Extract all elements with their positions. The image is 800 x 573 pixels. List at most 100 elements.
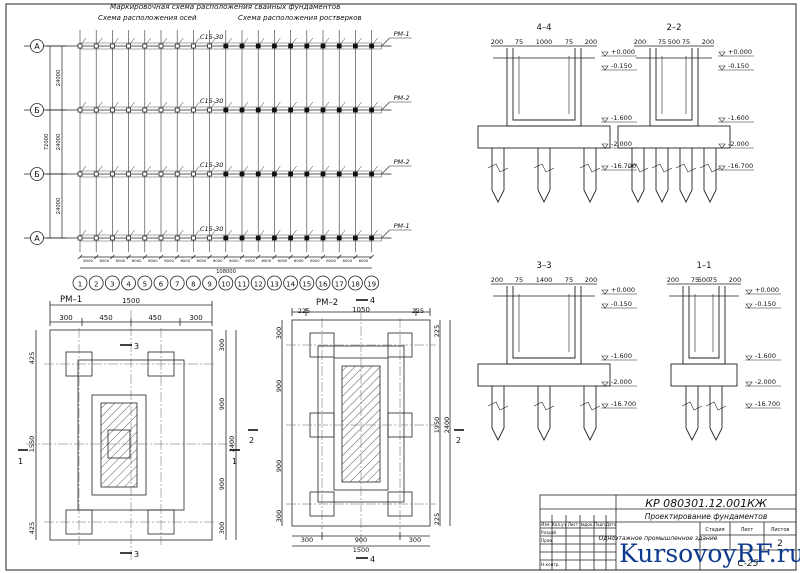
plan-col-bubble-11 bbox=[234, 275, 250, 291]
plan-tick-8 bbox=[191, 254, 196, 260]
plan-col-bubble-14 bbox=[283, 275, 299, 291]
plan-pile-13-1 bbox=[272, 43, 277, 49]
plan-beam-label-4: С15-30 bbox=[200, 225, 223, 233]
rm1-width-4: 300 bbox=[189, 314, 202, 322]
plan-pile-14-3 bbox=[288, 171, 293, 177]
section-s44-level-3: -1.600 bbox=[611, 114, 632, 122]
plan-tick-5 bbox=[142, 254, 148, 260]
plan-pile-8-2 bbox=[191, 107, 196, 113]
plan-pile-10-3 bbox=[223, 171, 229, 177]
rm1-cut-1-right: 1 bbox=[232, 457, 237, 466]
plan-pile-8-1 bbox=[191, 43, 196, 49]
plan-pile-9-3 bbox=[207, 171, 212, 177]
plan-tick-14 bbox=[288, 254, 293, 260]
rm2-width-total: 1050 bbox=[352, 306, 370, 314]
section-s44-pile-break-1 bbox=[487, 163, 509, 173]
section-s22-level-4: -2.000 bbox=[728, 140, 749, 148]
plan-pile-18-3 bbox=[353, 171, 358, 177]
plan-pile-15-3 bbox=[304, 171, 310, 177]
plan-pile-2-2 bbox=[93, 107, 99, 113]
plan-col-label-7: 7 bbox=[175, 281, 179, 289]
plan-subtitle-axes: Схема расположения осей bbox=[98, 14, 197, 22]
plan-col-span-4: 6000 bbox=[132, 258, 142, 263]
plan-pile-8-3 bbox=[191, 171, 196, 177]
section-s44-pile-break-2 bbox=[533, 163, 555, 173]
plan-pile-9-2 bbox=[207, 107, 212, 113]
rm2-right-dim-3: 225 bbox=[433, 513, 441, 525]
plan-tick-19 bbox=[369, 254, 374, 260]
section-s33-dim-4: 75 bbox=[565, 276, 573, 284]
plan-pile-10-4 bbox=[223, 235, 229, 241]
plan-col-label-19: 19 bbox=[367, 281, 376, 289]
plan-pile-18-4 bbox=[353, 235, 358, 241]
plan-pile-7-3 bbox=[174, 171, 180, 177]
plan-mark-4: РМ-1 bbox=[394, 222, 410, 230]
rm1-right-dim-2: 900 bbox=[218, 398, 226, 410]
plan-col-span-13: 6000 bbox=[278, 258, 288, 263]
section-s22-pile-break-1 bbox=[627, 163, 649, 173]
plan-col-label-1: 1 bbox=[78, 281, 82, 289]
plan-col-label-10: 10 bbox=[221, 281, 230, 289]
rm2-width-left: 225 bbox=[298, 307, 310, 315]
plan-pile-5-2 bbox=[142, 107, 148, 113]
plan-col-label-11: 11 bbox=[238, 281, 247, 289]
plan-pile-10-2 bbox=[223, 107, 229, 113]
plan-col-label-15: 15 bbox=[302, 281, 311, 289]
section-s11-slab bbox=[670, 363, 738, 387]
section-s11-dim-1: 200 bbox=[667, 276, 679, 284]
plan-pile-7-2 bbox=[174, 107, 180, 113]
section-s22-slab bbox=[617, 125, 731, 149]
plan-tick-13 bbox=[272, 254, 277, 260]
plan-col-label-17: 17 bbox=[335, 281, 344, 289]
section-s22-pile-3 bbox=[679, 148, 693, 204]
plan-tick-12 bbox=[255, 254, 261, 260]
plan-pile-13-4 bbox=[272, 235, 277, 241]
plan-pile-19-4 bbox=[369, 235, 374, 241]
plan-pile-9-1 bbox=[207, 43, 212, 49]
rm1-column-glass bbox=[100, 402, 138, 488]
plan-col-bubble-12 bbox=[250, 275, 266, 291]
plan-col-bubble-15 bbox=[299, 275, 315, 291]
plan-pile-1-3 bbox=[77, 171, 83, 177]
plan-pile-10-1 bbox=[223, 43, 229, 49]
section-s33-slab bbox=[477, 363, 611, 387]
plan-col-bubble-8 bbox=[185, 275, 201, 291]
section-s11-dim-3: 500 bbox=[698, 276, 710, 284]
plan-col-span-11: 6000 bbox=[245, 258, 255, 263]
section-s44-level-4: -2.000 bbox=[611, 140, 632, 148]
plan-col-span-9: 6000 bbox=[213, 258, 223, 263]
rm1-width-3: 450 bbox=[148, 314, 161, 322]
section-s11-level-4: -2.000 bbox=[755, 378, 776, 386]
plan-pile-6-4 bbox=[158, 235, 164, 241]
plan-row-span-1: 24000 bbox=[56, 70, 62, 87]
plan-pile-4-3 bbox=[126, 171, 131, 177]
plan-mark-1: РМ-1 bbox=[394, 30, 410, 38]
section-s44-level-mark-5 bbox=[601, 165, 609, 171]
section-s44-title: 4–4 bbox=[536, 23, 551, 33]
plan-col-bubble-5 bbox=[137, 275, 153, 291]
plan-row-label-4: А bbox=[34, 234, 40, 243]
plan-pile-18-1 bbox=[353, 43, 358, 49]
rm1-left-dim-2: 1550 bbox=[28, 436, 36, 453]
plan-col-span-14: 6000 bbox=[294, 258, 304, 263]
section-s44-dim-3: 1000 bbox=[536, 38, 553, 46]
plan-left-dimensions bbox=[46, 45, 66, 239]
rm1-width-1: 300 bbox=[59, 314, 72, 322]
plan-row-bubble-3 bbox=[30, 167, 44, 181]
rm1-width-total: 1500 bbox=[122, 297, 140, 305]
section-s11-level-mark-2 bbox=[745, 303, 753, 309]
plan-tick-15 bbox=[304, 254, 310, 260]
section-s11-pile-break-2 bbox=[705, 401, 727, 411]
rm2-title: РМ–2 bbox=[316, 298, 338, 308]
plan-pile-7-4 bbox=[174, 235, 180, 241]
section-s22-level-mark-4 bbox=[718, 143, 726, 149]
section-s11-level-mark-5 bbox=[745, 403, 753, 409]
section-s44-dim-5: 200 bbox=[585, 38, 597, 46]
section-s22-pile-break-4 bbox=[699, 163, 721, 173]
section-s33-level-1: +0.000 bbox=[611, 286, 635, 294]
plan-col-span-16: 6000 bbox=[326, 258, 336, 263]
rm1-right-dim-3: 900 bbox=[218, 478, 226, 490]
